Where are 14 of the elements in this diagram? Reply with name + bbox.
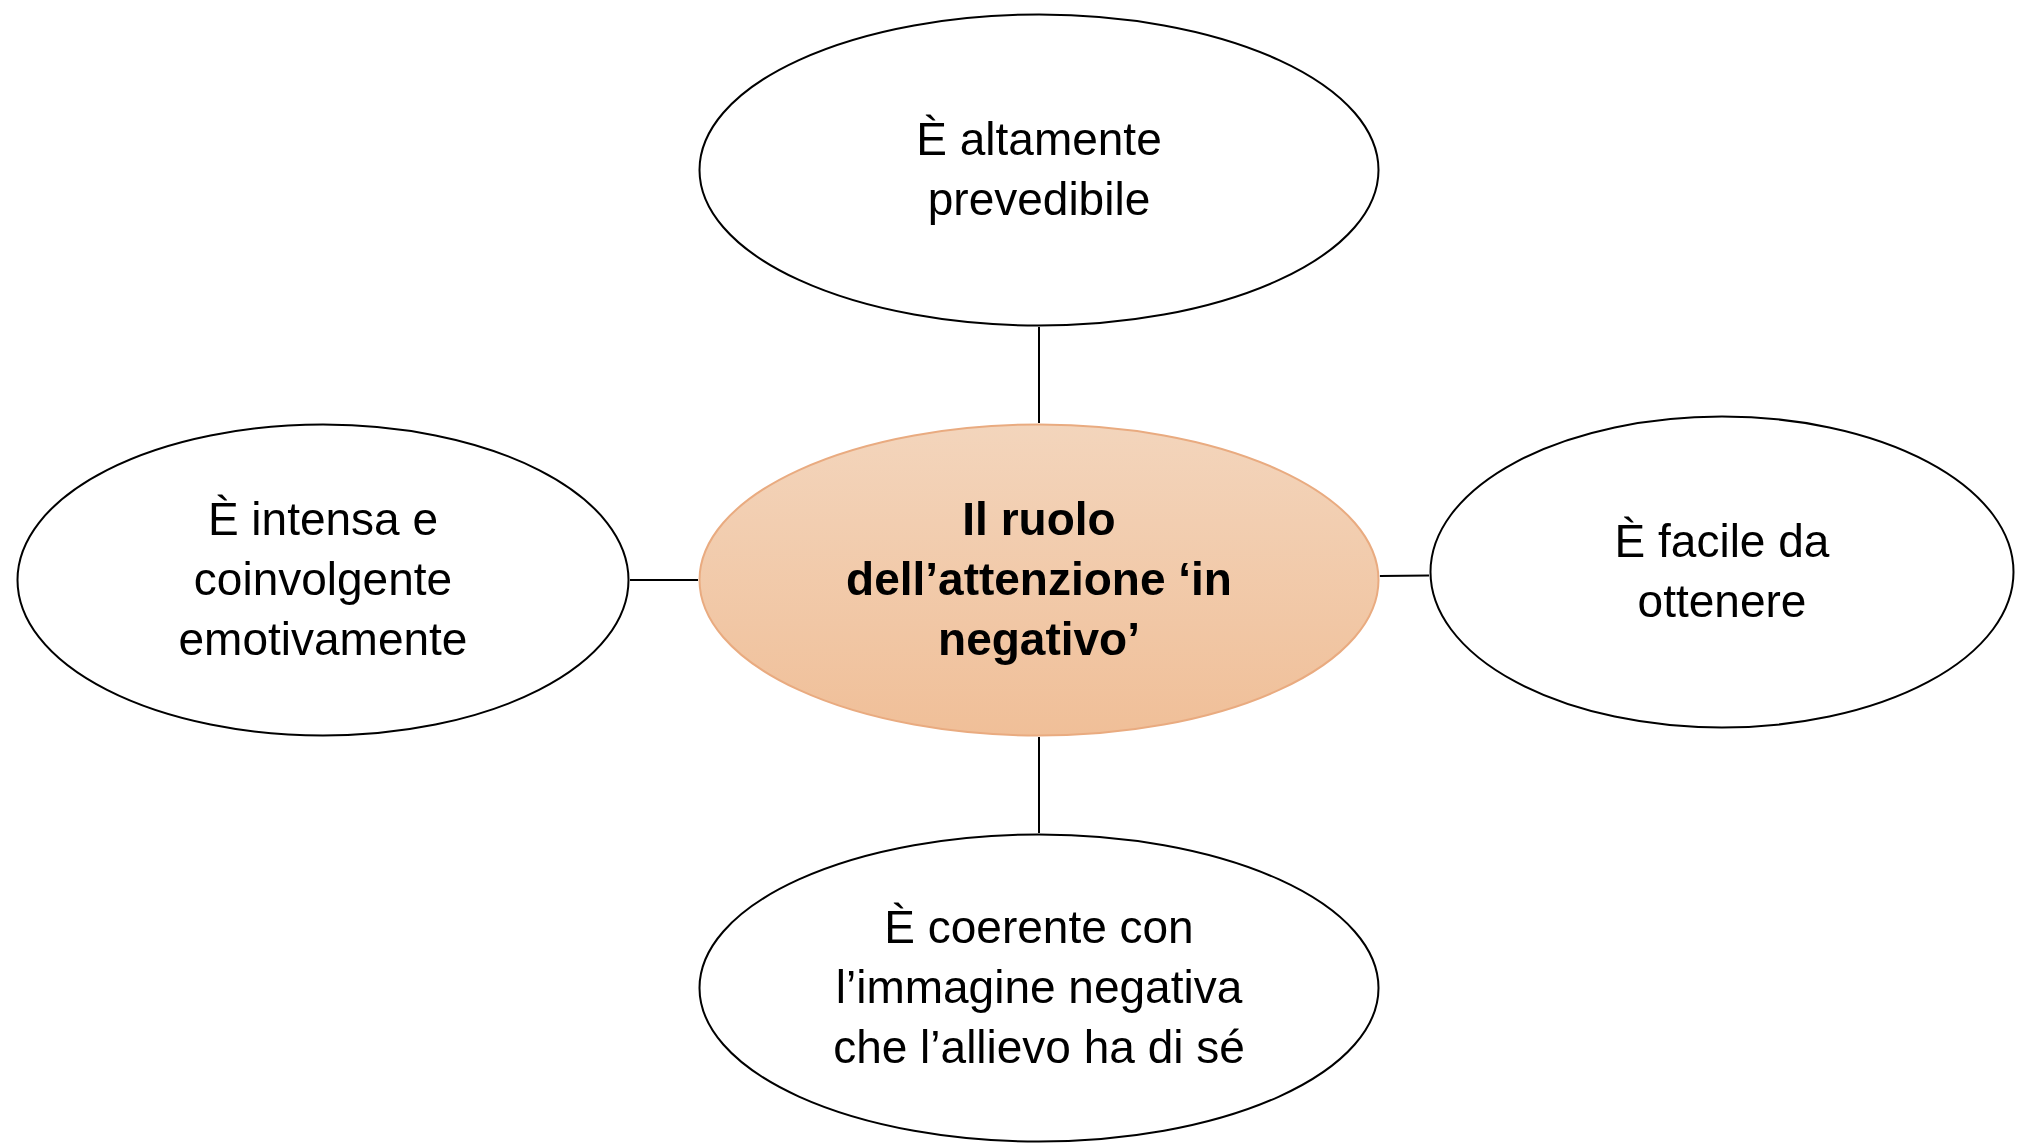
oval-node: [698, 13, 1380, 327]
connector-line: [1038, 326, 1040, 424]
node-text: È altamente prevedibile: [915, 112, 1163, 227]
node-text: È intensa e coinvolgente emotivamente: [177, 492, 469, 667]
connector-line: [629, 579, 699, 581]
oval-node: [1429, 415, 2015, 729]
connector-line: [1038, 736, 1040, 834]
node-text: È coerente con l’immagine negativa che l’allievo ha di sé: [832, 900, 1246, 1075]
connector-line: [1378, 574, 1431, 577]
node-text: Il ruolo dell’attenzione ‘in negativo’: [845, 492, 1233, 667]
central-oval: [698, 423, 1380, 737]
node-text: È facile da ottenere: [1613, 514, 1831, 629]
oval-node: [16, 423, 630, 737]
oval-node: [698, 833, 1380, 1143]
